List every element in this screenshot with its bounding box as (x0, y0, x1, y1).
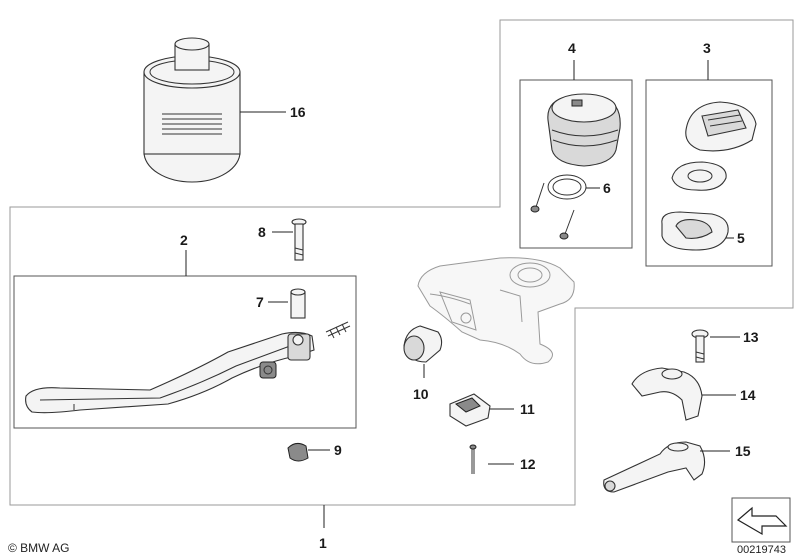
part-11-switch (449, 393, 491, 427)
callout-2: 2 (180, 232, 188, 248)
part-12-screw (469, 444, 477, 474)
part-3-reservoir-cap (685, 101, 757, 152)
callout-11: 11 (520, 401, 535, 417)
box-part-4 (519, 79, 633, 249)
callout-14: 14 (740, 387, 756, 403)
callout-10: 10 (413, 386, 429, 402)
part-8-bolt (291, 218, 307, 261)
callout-16: 16 (290, 104, 306, 120)
part-1-lever-bracket (417, 257, 575, 365)
callout-13: 13 (743, 329, 759, 345)
part-10-dust-boot (403, 325, 443, 363)
document-id: 00219743 (737, 544, 786, 556)
callout-7: 7 (256, 294, 264, 310)
part-6-gasket-ring (547, 174, 587, 200)
part-16-fluid-container (143, 37, 241, 183)
assembly-outline (9, 19, 794, 506)
part-2-clutch-lever (25, 331, 315, 414)
part-2-spring (325, 321, 351, 339)
callout-5: 5 (737, 230, 745, 246)
callout-15: 15 (735, 443, 751, 459)
box-part-2 (13, 275, 357, 429)
callout-9: 9 (334, 442, 342, 458)
copyright-text: © BMW AG (8, 541, 70, 555)
part-13-bolt (691, 329, 709, 363)
callout-3: 3 (703, 40, 711, 56)
part-15-adapter-arm (603, 441, 706, 493)
part-6-screws (530, 182, 575, 240)
callout-8: 8 (258, 224, 266, 240)
box-part-3 (645, 79, 773, 267)
view-direction-icon (731, 497, 791, 543)
part-3-cap-seal (671, 161, 727, 191)
part-9-cap (287, 442, 309, 462)
callout-6: 6 (603, 180, 611, 196)
part-5-diaphragm (661, 211, 729, 251)
callout-12: 12 (520, 456, 536, 472)
callout-4: 4 (568, 40, 576, 56)
part-7-bushing (290, 288, 306, 319)
part-4-reservoir (547, 93, 621, 167)
callout-1: 1 (319, 535, 327, 551)
part-14-clamp (631, 367, 703, 421)
